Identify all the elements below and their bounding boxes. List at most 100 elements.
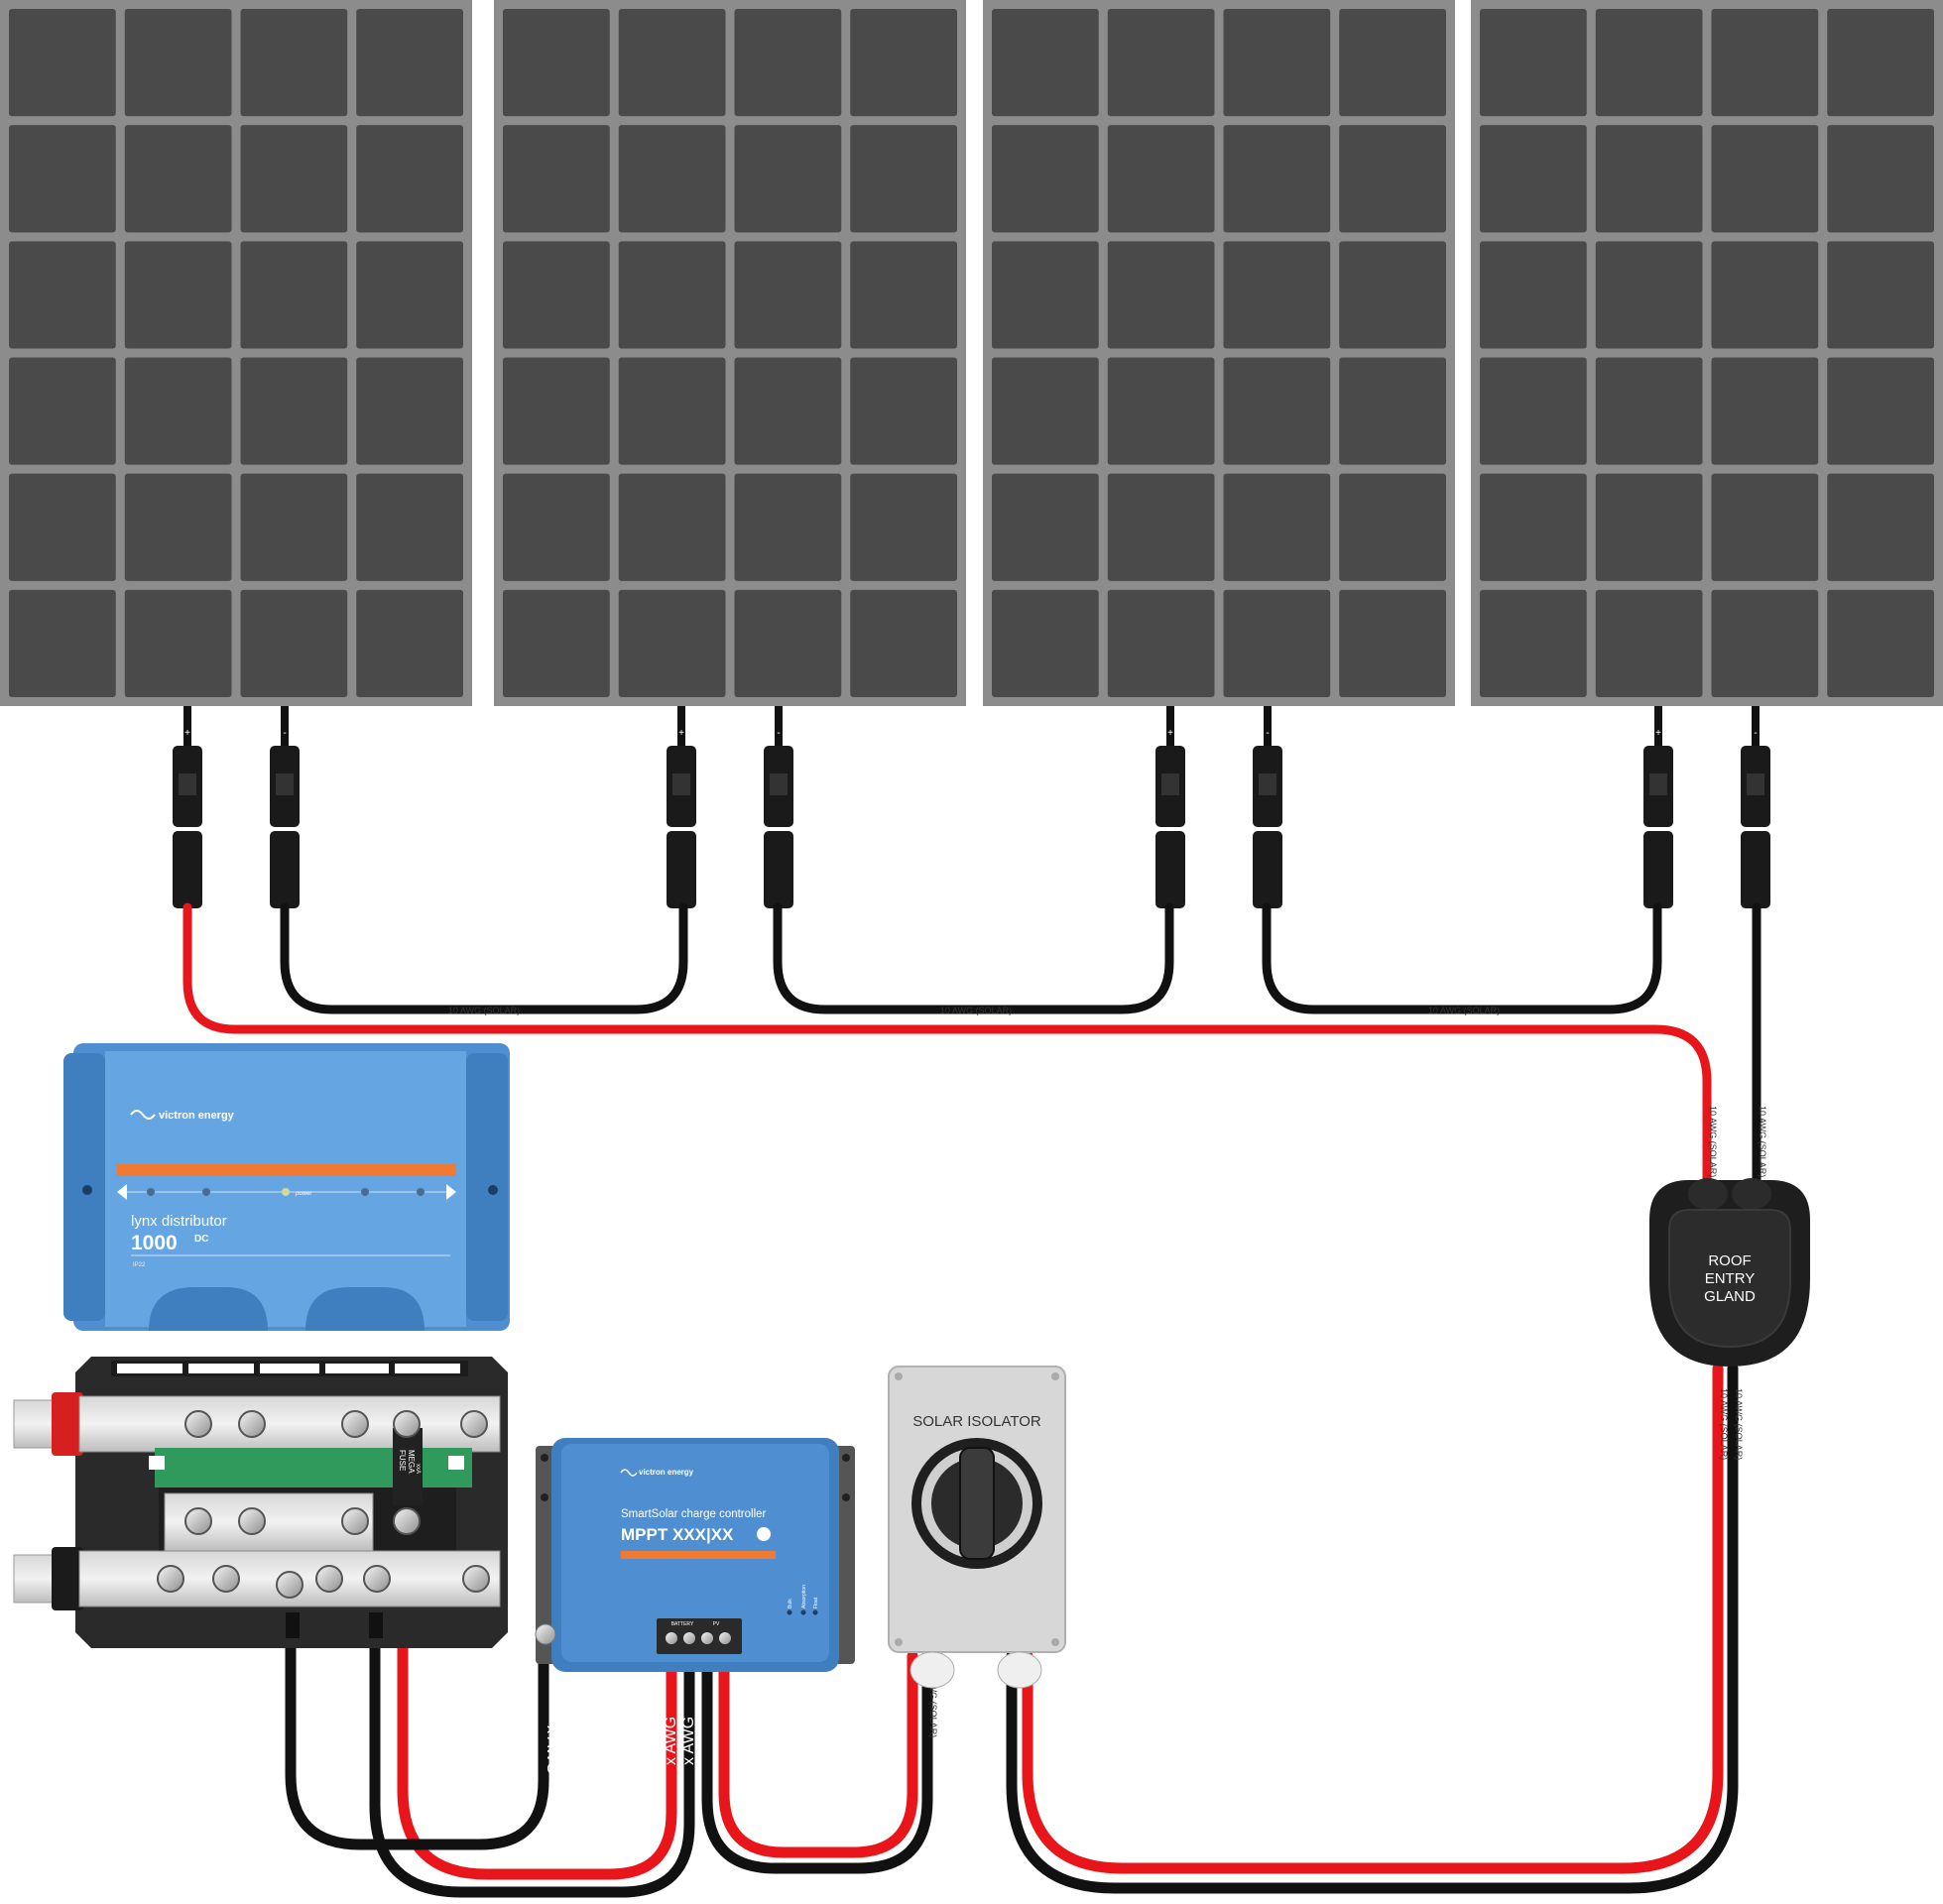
solar-panel-1 [0, 0, 472, 706]
solar-cell [734, 589, 842, 697]
solar-cell [1223, 589, 1331, 697]
mc4-connector-negative: - [1253, 706, 1282, 908]
solar-cell [240, 125, 348, 233]
solar-cell [1827, 589, 1934, 697]
solar-cell [124, 9, 232, 117]
solar-cell [1107, 241, 1215, 349]
solar-cell [503, 125, 610, 233]
solar-cell [1711, 473, 1819, 581]
solar-cell [992, 125, 1099, 233]
solar-cell [503, 241, 610, 349]
mppt-brand: victron energy [639, 1468, 694, 1477]
solar-cell [1339, 589, 1446, 697]
solar-cell [992, 357, 1099, 465]
mc4-connector-negative: - [1741, 706, 1770, 908]
solar-cell [1339, 9, 1446, 117]
lynx-negative-link [285, 1620, 549, 1850]
solar-cell [503, 357, 610, 465]
fuse-label2: FUSE [398, 1450, 407, 1471]
mppt-led-float: Float [813, 1597, 819, 1608]
solar-cell [618, 357, 726, 465]
mc4-connector-negative: - [270, 706, 300, 908]
isolator-out-label: 10 AWG (SOLAR) [928, 1666, 938, 1737]
mppt-terminal-block [657, 1618, 742, 1654]
roof-neg-out-label: 10 AWG (SOLAR) [1734, 1388, 1744, 1460]
solar-cell [850, 357, 957, 465]
series-cable-2 [773, 902, 1174, 1014]
solar-cell [992, 473, 1099, 581]
solar-cell [503, 9, 610, 117]
mppt-led-bulk: Bulk [788, 1599, 793, 1608]
terminal-label-negative: - [1754, 728, 1757, 739]
solar-cell [1480, 241, 1587, 349]
solar-cell [240, 357, 348, 465]
fuse-label1: MEGA [407, 1450, 416, 1474]
busbar-bolt [238, 1410, 266, 1438]
battery-positive-cable [397, 1521, 677, 1880]
bluetooth-icon [757, 1527, 771, 1541]
solar-cell [1480, 357, 1587, 465]
solar-cell [240, 241, 348, 349]
solar-cell [734, 241, 842, 349]
solar-cell [1711, 357, 1819, 465]
solar-cell [1595, 473, 1703, 581]
solar-cell [1339, 125, 1446, 233]
solar-cell [240, 473, 348, 581]
fuse-label3: xxA [415, 1464, 421, 1474]
solar-cell [1711, 589, 1819, 697]
mc4-connector-positive: + [173, 706, 202, 908]
roof-pos-out-label: 10 AWG (SOLAR) [1719, 1388, 1729, 1460]
busbar-bolt [157, 1565, 184, 1593]
battery-cable-2-label: x AWG [663, 1717, 679, 1765]
busbar-bolt [393, 1507, 421, 1535]
solar-cell [618, 125, 726, 233]
gland-label-line3: GLAND [1704, 1288, 1756, 1305]
solar-cell [1223, 473, 1331, 581]
solar-cell [1827, 357, 1934, 465]
solar-cell [124, 357, 232, 465]
solar-cell [9, 9, 116, 117]
solar-cell [992, 241, 1099, 349]
solar-cell [9, 473, 116, 581]
solar-cell [240, 9, 348, 117]
terminal-label-negative: - [1266, 728, 1269, 739]
solar-cell [503, 589, 610, 697]
isolator-handle [959, 1447, 995, 1560]
solar-cell [618, 589, 726, 697]
lynx-brand: victron energy [159, 1110, 235, 1122]
series-1-label: 10 AWG (SOLAR) [448, 1006, 520, 1015]
mppt-charge-controller: victron energy SmartSolar charge control… [535, 1438, 855, 1672]
mc4-connector-positive: + [667, 706, 696, 908]
mppt-led-absorption: Absorption [801, 1585, 807, 1608]
solar-cell [1595, 357, 1703, 465]
solar-cell [1827, 125, 1934, 233]
isolator-negative-out [701, 1635, 933, 1874]
solar-cell [9, 357, 116, 465]
cables [182, 902, 1761, 1898]
busbar-bolt [276, 1571, 304, 1599]
busbar-bolt [460, 1410, 488, 1438]
solar-cell [1480, 589, 1587, 697]
solar-cell [9, 241, 116, 349]
lynx-product-model: 1000 [131, 1232, 178, 1254]
solar-cell [1827, 241, 1934, 349]
solar-cell [1107, 125, 1215, 233]
solar-cell [1480, 473, 1587, 581]
terminal-label-positive: + [184, 728, 190, 739]
isolator-positive-out [718, 1635, 918, 1858]
terminal-battery-label: BATTERY [671, 1621, 694, 1627]
solar-cell [124, 125, 232, 233]
gland-negative-down [1006, 1363, 1739, 1894]
solar-cell [618, 241, 726, 349]
solar-cell [356, 125, 463, 233]
terminal-label-negative: - [283, 728, 286, 739]
terminal-pv-label: PV [713, 1621, 720, 1627]
lynx-busbar: MEGA FUSE xxA [13, 1357, 508, 1648]
solar-cell [1827, 9, 1934, 117]
solar-cell [850, 9, 957, 117]
busbar-bolt [184, 1507, 212, 1535]
series-2-label: 10 AWG (SOLAR) [940, 1006, 1012, 1015]
solar-panel-2 [494, 0, 966, 706]
busbar-bolt [341, 1410, 369, 1438]
